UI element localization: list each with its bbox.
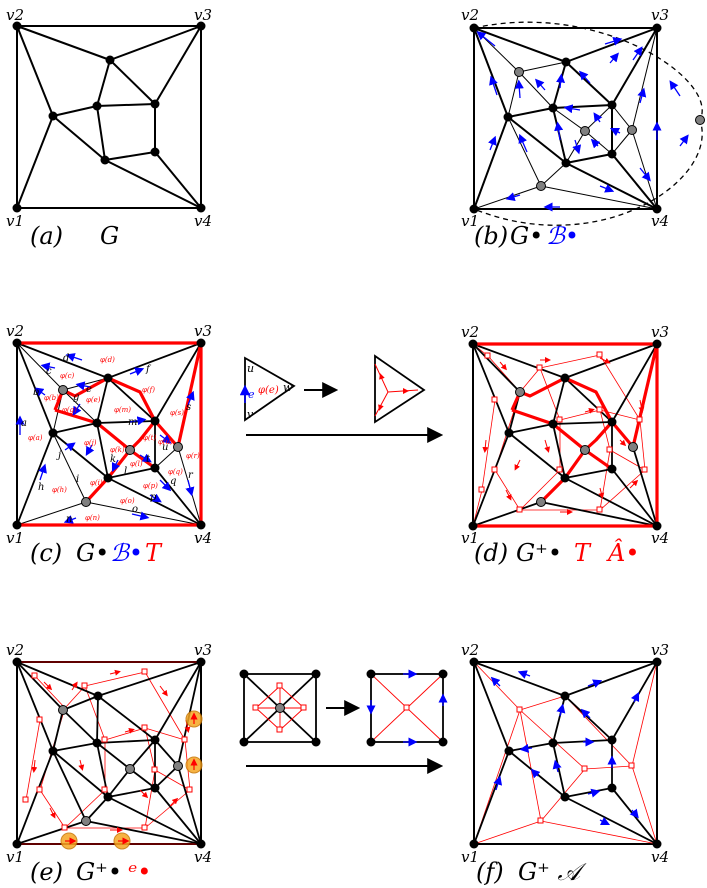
corner-label-v4: v4 bbox=[651, 529, 669, 547]
phi-label-j: φ(j) bbox=[84, 439, 97, 447]
corner-label-v1: v1 bbox=[461, 212, 479, 230]
corner-label-v4: v4 bbox=[651, 212, 669, 230]
corner-label-v1: v1 bbox=[461, 529, 479, 547]
inset-label-phi: φ(e) bbox=[258, 385, 279, 396]
panel-f: v2 v3 v1 v4 (f) G⁺ 𝒜 bbox=[461, 641, 669, 886]
edge-label-n: n bbox=[66, 514, 72, 525]
inset-label-w: w bbox=[283, 381, 293, 394]
edge-label-a: a bbox=[21, 418, 27, 429]
panel-c: a b c d e f g h i j k l m n o p q r s t … bbox=[6, 322, 212, 567]
edge-label-u: u bbox=[162, 442, 168, 453]
phi-label-b: φ(b) bbox=[44, 394, 59, 402]
panel-d: v2 v3 v1 v4 (d) G⁺• T Â• bbox=[461, 323, 669, 567]
panel-b-caption-blue: ℬ• bbox=[546, 222, 579, 250]
panel-e: v2 v3 v1 v4 (e) G⁺• ᵉ• bbox=[6, 641, 212, 886]
corner-label-v3: v3 bbox=[651, 6, 669, 24]
edge-label-s: s bbox=[186, 402, 191, 413]
edge-label-e: e bbox=[86, 384, 92, 395]
corner-label-v3: v3 bbox=[194, 641, 212, 659]
edge-label-d: d bbox=[63, 353, 69, 364]
edge-label-b: b bbox=[33, 387, 39, 398]
edge-label-r: r bbox=[188, 470, 194, 481]
corner-label-v1: v1 bbox=[6, 529, 24, 547]
edge-label-k: k bbox=[110, 454, 116, 465]
corner-label-v1: v1 bbox=[6, 212, 24, 230]
phi-label-o: φ(o) bbox=[120, 497, 135, 505]
phi-label-l: φ(l) bbox=[130, 460, 143, 468]
panel-f-tag: (f) bbox=[476, 858, 504, 886]
edge-label-t: t bbox=[146, 454, 151, 465]
edge-label-p: p bbox=[150, 492, 157, 503]
phi-label-e: φ(e) bbox=[86, 396, 101, 404]
corner-label-v4: v4 bbox=[194, 212, 212, 230]
phi-label-s: φ(s) bbox=[170, 409, 184, 417]
panel-c-caption-red: T bbox=[145, 539, 163, 567]
edge-label-i: i bbox=[76, 474, 79, 485]
phi-label-k: φ(k) bbox=[110, 446, 125, 454]
edge-label-m: m bbox=[128, 417, 137, 428]
panel-e-caption-red: ᵉ• bbox=[128, 858, 151, 886]
corner-label-v3: v3 bbox=[651, 323, 669, 341]
panel-b: v2 v3 v1 v4 (b) G• ℬ• bbox=[461, 6, 705, 250]
phi-label-g: φ(g) bbox=[62, 406, 77, 414]
edge-label-c: c bbox=[46, 366, 52, 377]
corner-label-v2: v2 bbox=[6, 322, 24, 340]
corner-label-v2: v2 bbox=[6, 6, 24, 24]
corner-label-v3: v3 bbox=[651, 641, 669, 659]
corner-label-v2: v2 bbox=[461, 6, 479, 24]
inset-label-v: v bbox=[247, 408, 254, 421]
corner-label-v2: v2 bbox=[6, 641, 24, 659]
edge-label-f: f bbox=[145, 364, 152, 375]
phi-label-p: φ(p) bbox=[143, 482, 158, 490]
panel-d-caption-red: T bbox=[574, 539, 592, 567]
phi-label-c: φ(c) bbox=[60, 372, 75, 380]
inset-label-u: u bbox=[247, 362, 254, 375]
phi-label-d: φ(d) bbox=[100, 356, 115, 364]
inset-triangle-transform: u v w e φ(e) bbox=[239, 354, 444, 443]
corner-label-v2: v2 bbox=[461, 641, 479, 659]
panel-d-caption-red2: Â• bbox=[606, 538, 640, 567]
phi-label-q: φ(q) bbox=[168, 468, 183, 476]
phi-label-t: φ(t) bbox=[143, 434, 156, 442]
panel-e-caption-black: G⁺• bbox=[76, 858, 122, 886]
corner-label-v3: v3 bbox=[194, 322, 212, 340]
phi-label-u: φ(u) bbox=[158, 438, 173, 446]
corner-label-v1: v1 bbox=[461, 848, 479, 866]
corner-label-v4: v4 bbox=[194, 529, 212, 547]
phi-label-m: φ(m) bbox=[114, 406, 131, 414]
panel-c-caption-black: G• bbox=[76, 539, 109, 567]
edge-label-g: g bbox=[73, 392, 79, 403]
panel-b-caption-black: G• bbox=[510, 222, 543, 250]
panel-d-caption-black: G⁺• bbox=[516, 539, 562, 567]
phi-label-n: φ(n) bbox=[85, 514, 100, 522]
corner-label-v1: v1 bbox=[6, 848, 24, 866]
phi-label-i: φ(i) bbox=[90, 479, 103, 487]
phi-label-r: φ(r) bbox=[186, 452, 200, 460]
inset-label-e: e bbox=[248, 388, 255, 401]
panel-a: v2 v3 v1 v4 (a) G bbox=[6, 6, 212, 250]
edge-label-j: j bbox=[56, 450, 61, 461]
panel-e-tag: (e) bbox=[30, 858, 63, 886]
corner-label-v3: v3 bbox=[194, 6, 212, 24]
panel-f-caption: G⁺ 𝒜 bbox=[518, 858, 587, 886]
corner-label-v4: v4 bbox=[651, 848, 669, 866]
panel-c-tag: (c) bbox=[30, 539, 62, 567]
edge-label-h: h bbox=[38, 482, 44, 493]
edge-label-l: l bbox=[124, 466, 127, 477]
panel-a-tag: (a) bbox=[30, 222, 63, 250]
panel-c-caption-blue: ℬ• bbox=[110, 539, 143, 567]
edge-label-q: q bbox=[170, 476, 176, 487]
phi-label-f: φ(f) bbox=[142, 386, 155, 394]
inset-square-transform bbox=[239, 669, 448, 774]
edge-label-o: o bbox=[132, 504, 138, 515]
phi-label-h: φ(h) bbox=[52, 486, 67, 494]
panel-a-caption: G bbox=[100, 222, 119, 250]
corner-label-v2: v2 bbox=[461, 323, 479, 341]
corner-label-v4: v4 bbox=[194, 848, 212, 866]
panel-d-tag: (d) bbox=[474, 539, 508, 567]
panel-b-tag: (b) bbox=[474, 222, 508, 250]
phi-label-a: φ(a) bbox=[28, 434, 43, 442]
